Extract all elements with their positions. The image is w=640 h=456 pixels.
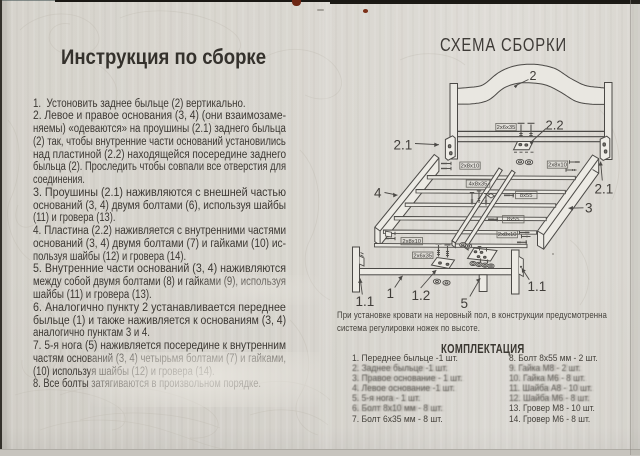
svg-text:2x8x10: 2x8x10 [548, 163, 567, 169]
svg-text:1: 1 [387, 286, 395, 301]
svg-text:2.1: 2.1 [394, 138, 413, 153]
svg-text:1.2: 1.2 [412, 288, 431, 303]
svg-text:8x55: 8x55 [520, 193, 533, 199]
svg-text:4x8x35: 4x8x35 [469, 182, 488, 188]
svg-text:1.1: 1.1 [528, 279, 547, 294]
svg-text:2x6x35: 2x6x35 [413, 253, 432, 259]
svg-text:5: 5 [461, 296, 469, 311]
svg-text:2: 2 [530, 69, 537, 83]
svg-text:2x8x10: 2x8x10 [402, 239, 421, 245]
svg-text:2x6x35: 2x6x35 [497, 125, 516, 131]
svg-text:2.2: 2.2 [546, 118, 564, 133]
svg-text:2x8x10: 2x8x10 [461, 164, 480, 170]
svg-text:4: 4 [374, 186, 382, 201]
svg-text:2x8x10: 2x8x10 [498, 232, 517, 238]
svg-text:8x55: 8x55 [507, 217, 520, 223]
svg-text:1.1: 1.1 [356, 294, 375, 309]
svg-text:3: 3 [585, 201, 593, 216]
svg-text:2.1: 2.1 [595, 182, 614, 197]
